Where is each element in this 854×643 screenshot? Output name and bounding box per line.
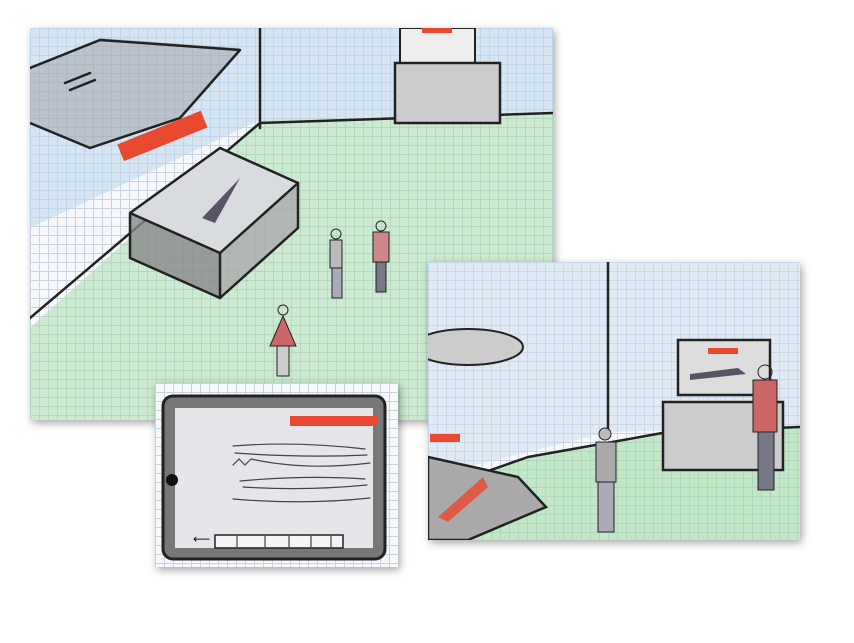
back-arrow-icon[interactable]: ⟵ — [193, 532, 210, 546]
visitor-perspective-drawing — [428, 262, 800, 540]
home-button-icon[interactable] — [166, 474, 178, 486]
sketch-title-bar — [290, 416, 378, 426]
sketch-visitor-perspective — [428, 262, 800, 540]
sketch-exhibit-overview — [30, 28, 553, 420]
exhibit-overview-drawing — [30, 28, 553, 420]
visitor-figure — [372, 220, 390, 293]
tablet-drawing: ⟵ — [161, 394, 387, 561]
tablet-bottom-toolbar[interactable] — [214, 534, 344, 549]
visitor-figure — [752, 364, 778, 491]
visitor-figure — [595, 427, 617, 533]
visitor-figure — [329, 228, 343, 299]
sketch-tablet-interface: ⟵ — [155, 383, 398, 567]
visitor-figure — [269, 304, 297, 377]
